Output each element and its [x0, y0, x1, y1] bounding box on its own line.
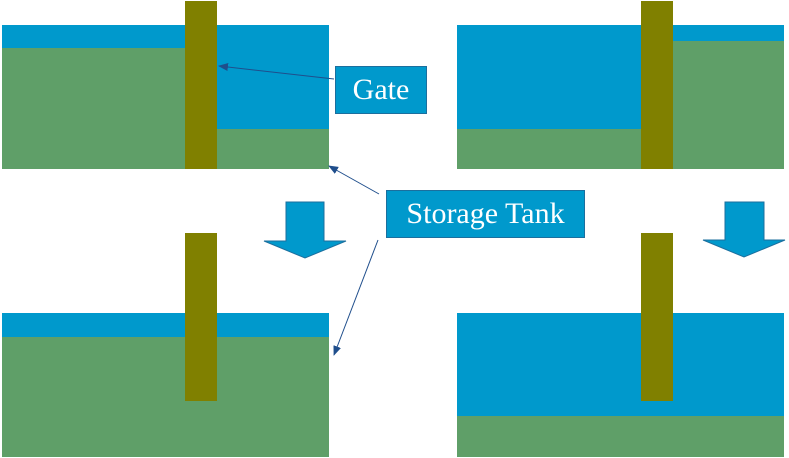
gate-post [185, 233, 217, 401]
soil-right-region [673, 41, 784, 169]
storage-callout-line-top [328, 165, 380, 195]
down-arrow-left [263, 201, 347, 259]
storage-tank-label: Storage Tank [406, 197, 565, 230]
down-arrow-right [702, 201, 786, 258]
gate-callout-line [218, 63, 335, 80]
soil-left-region [2, 48, 185, 169]
soil-region [457, 416, 784, 457]
panel-top-right [457, 1, 784, 169]
gate-post [641, 1, 673, 169]
gate-label: Gate [352, 73, 410, 106]
panel-bottom-right [457, 233, 784, 457]
panel-bottom-left [2, 233, 329, 457]
panel-top-left [2, 1, 329, 169]
soil-right-region [217, 129, 329, 169]
gate-post [185, 1, 217, 169]
gate-post [641, 233, 673, 401]
soil-left-region [457, 129, 641, 169]
gate-label-box: Gate [335, 66, 427, 114]
storage-callout-line-bottom [333, 239, 379, 356]
storage-tank-label-box: Storage Tank [386, 190, 585, 238]
soil-region [2, 337, 329, 457]
